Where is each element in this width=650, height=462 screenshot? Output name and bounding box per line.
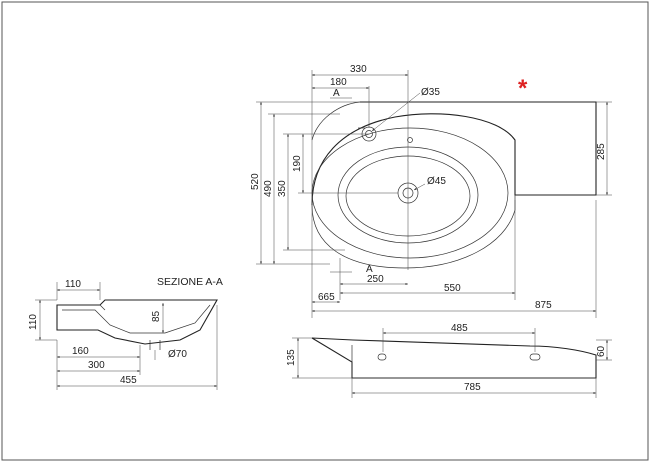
dim-520: 520 [250, 173, 261, 190]
basin-outline [311, 101, 597, 206]
sec-dim-85: 85 [151, 310, 162, 322]
sec-dim-160: 160 [72, 346, 89, 357]
dim-180: 180 [330, 77, 347, 88]
dim-490: 490 [263, 180, 274, 197]
sec-dim-110-h: 110 [28, 314, 39, 330]
dim-190: 190 [292, 155, 303, 172]
dim-875: 875 [535, 300, 552, 311]
sec-dim-110-w: 110 [65, 279, 81, 290]
section-mark-top: A [333, 88, 340, 99]
dim-d35: Ø35 [421, 87, 440, 98]
dim-285: 285 [596, 143, 607, 160]
front-view: 485 135 60 785 [286, 323, 612, 398]
section-mark-bottom: A [366, 264, 373, 275]
front-dim-485: 485 [451, 323, 468, 334]
sec-dim-300: 300 [88, 360, 105, 371]
dim-550: 550 [444, 283, 461, 294]
plan-view: 330 180 A Ø35 Ø45 520 490 350 190 285 [250, 64, 612, 318]
front-slot-left [377, 353, 387, 361]
dim-d45: Ø45 [427, 176, 446, 187]
dim-250: 250 [367, 274, 384, 285]
marker-asterisk: * [518, 75, 528, 102]
front-slot-right [529, 353, 541, 361]
sec-dim-d70: Ø70 [168, 349, 187, 360]
front-dim-135: 135 [286, 349, 297, 366]
front-dim-60: 60 [596, 345, 607, 357]
dim-330: 330 [350, 64, 367, 75]
section-view: SEZIONE A-A 110 110 85 160 Ø70 300 455 [28, 276, 223, 390]
dim-665: 665 [318, 292, 335, 303]
front-dim-785: 785 [464, 382, 481, 393]
section-profile [56, 299, 218, 345]
dim-350: 350 [277, 180, 288, 197]
sec-dim-455: 455 [120, 375, 137, 386]
front-outline [311, 337, 597, 379]
section-title: SEZIONE A-A [157, 276, 223, 288]
